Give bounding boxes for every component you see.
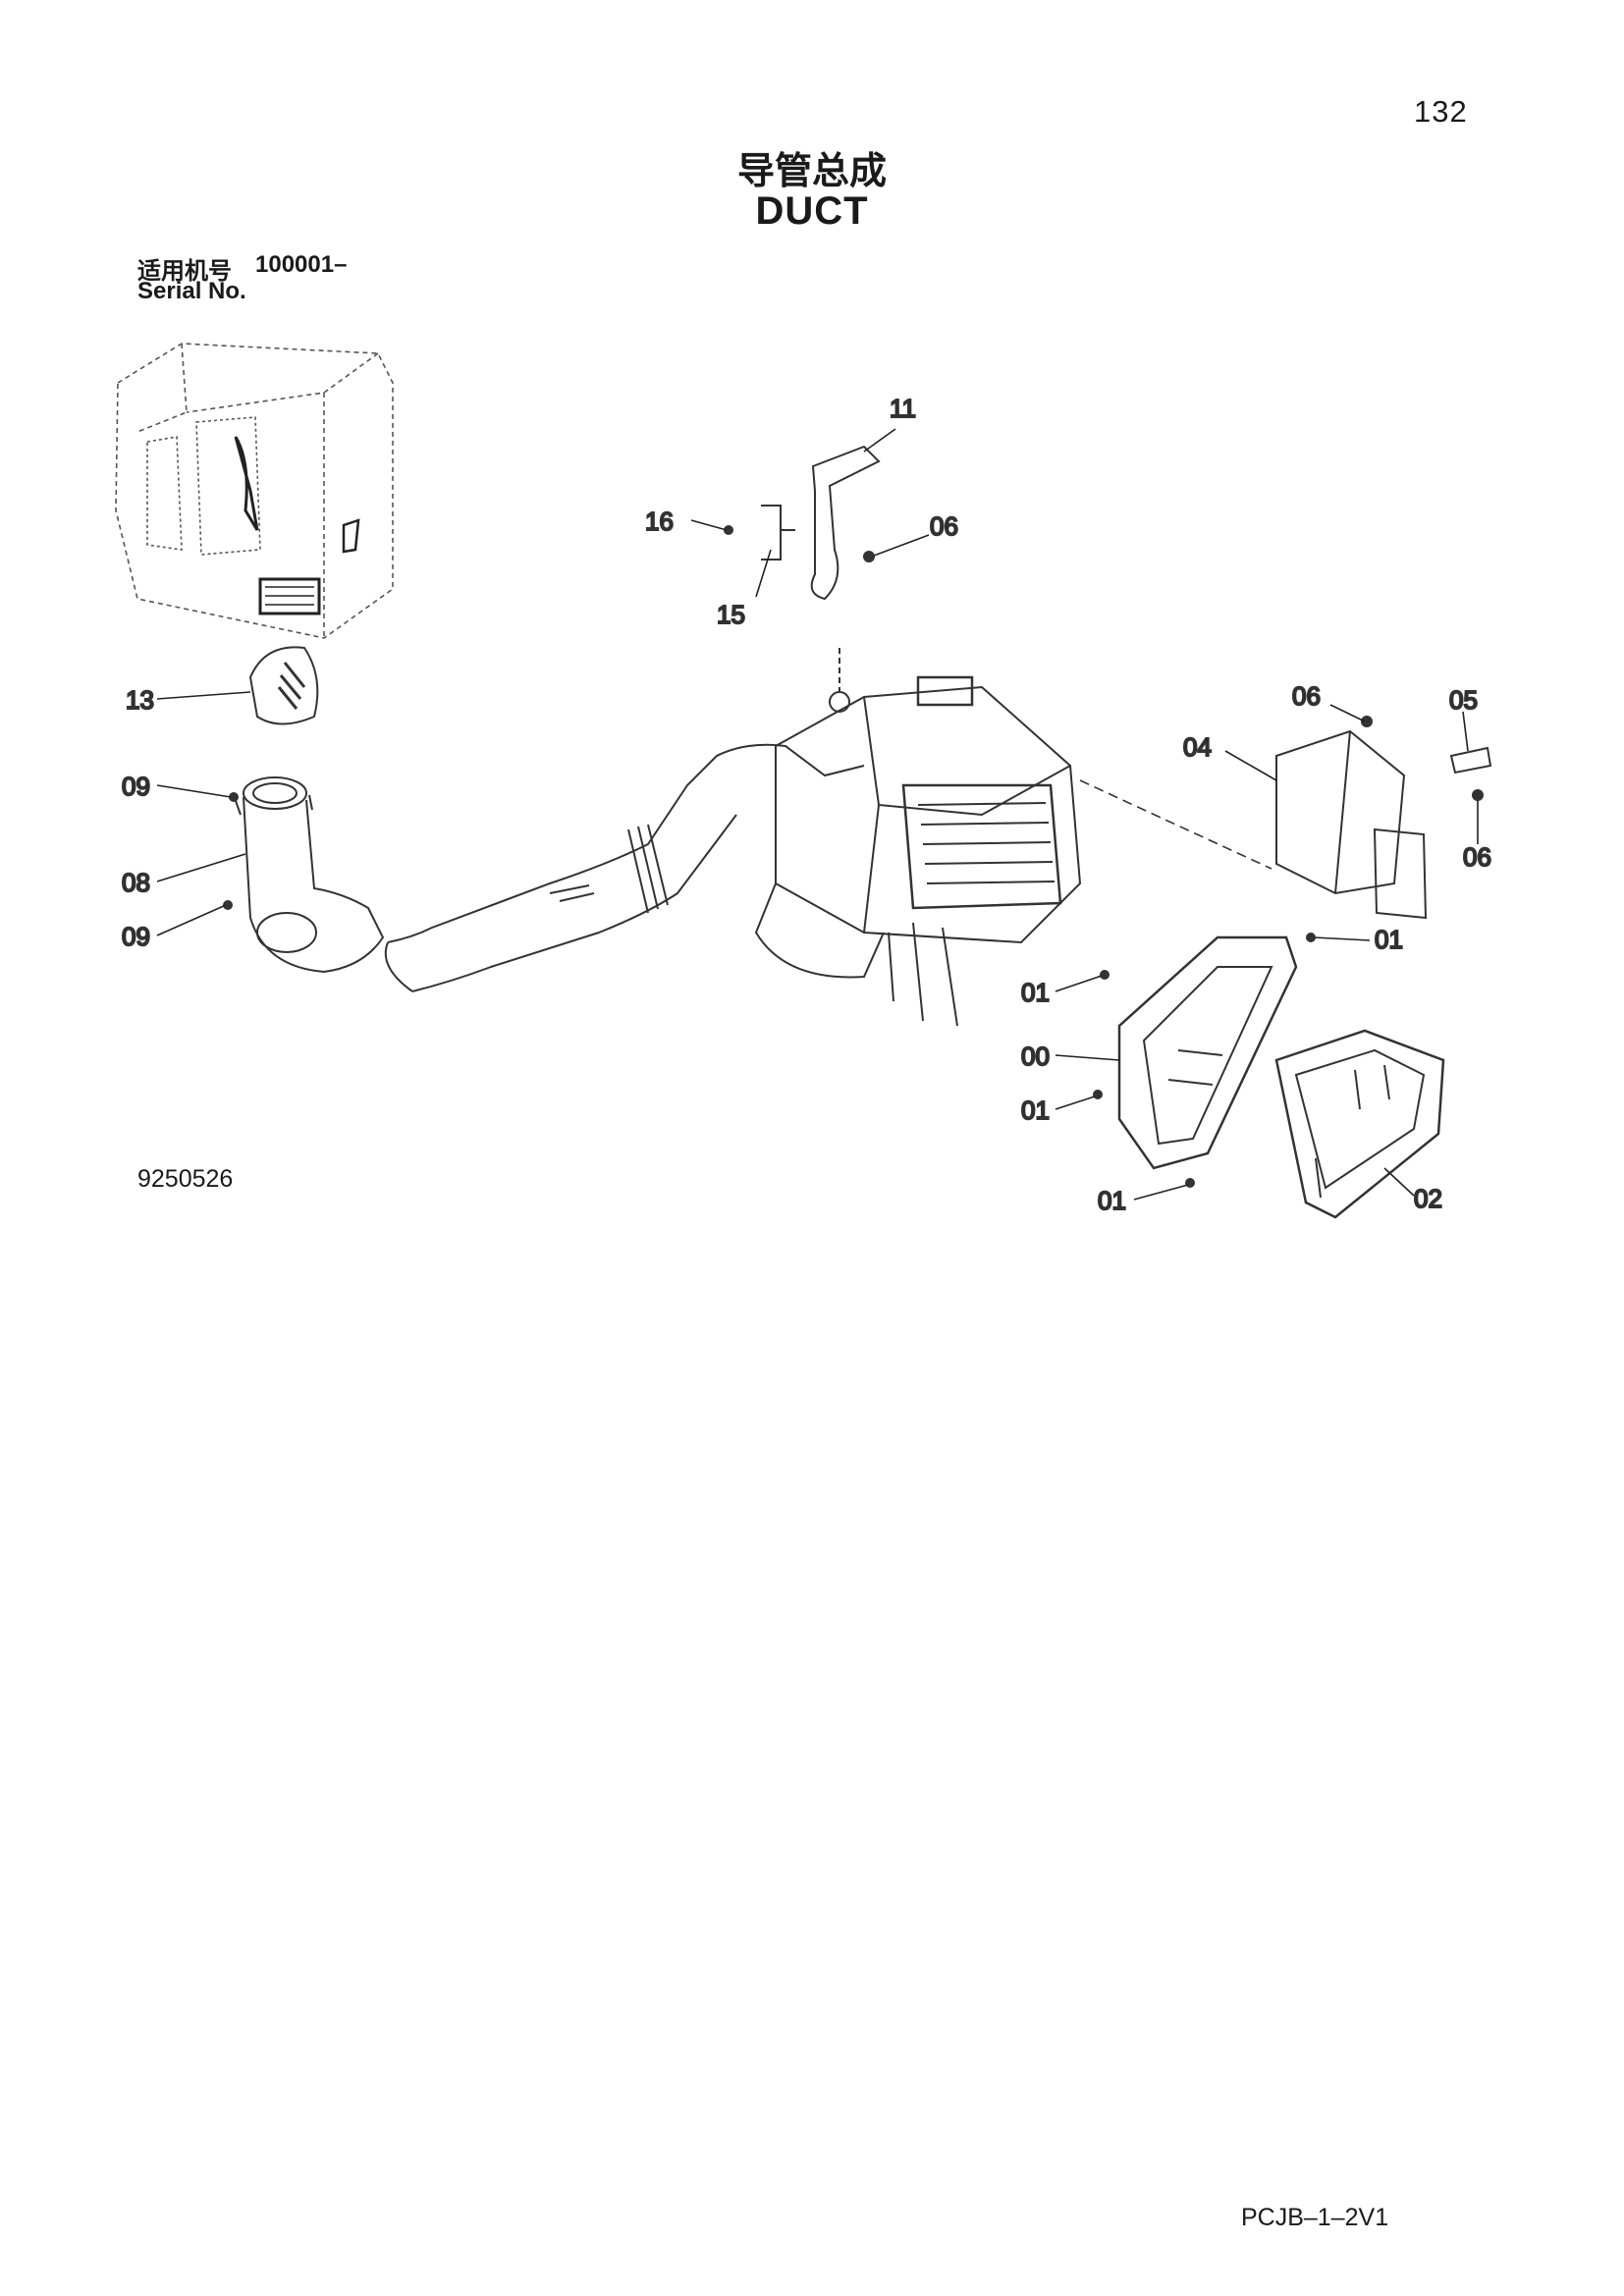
callout-06-right-top: 06 [1292,681,1321,711]
part-15-bracket [761,505,795,561]
serial-range: 100001– [255,251,348,278]
part-06-screw-right-b [1472,789,1484,801]
callout-01-bottom: 01 [1098,1186,1126,1215]
part-08-elbow-duct [233,776,385,974]
callout-13: 13 [126,685,154,715]
page-title-chinese: 导管总成 [736,149,887,192]
part-11-upper-duct [810,445,881,601]
air-conditioner-unit [754,648,1082,1027]
flexible-air-hose [384,743,865,992]
part-09-screw-a [229,792,239,802]
callout-05: 05 [1449,685,1478,715]
part-02-filter-case [1274,1029,1445,1219]
callout-06-upper: 06 [930,511,958,541]
footer-code: PCJB–1–2V1 [1241,2204,1389,2231]
callout-09-lower: 09 [122,922,150,951]
part-04-filter-cover [1275,729,1406,895]
part-13-outlet-vent [248,646,319,725]
callout-15: 15 [717,600,745,629]
part-00-frame [1117,935,1298,1170]
callout-04: 04 [1183,732,1212,762]
callout-09-upper: 09 [122,772,150,801]
part-01-screw-c [1093,1090,1103,1099]
page-title-english: DUCT [755,189,869,233]
part-01-screw-b [1306,933,1316,942]
callout-11: 11 [890,394,916,423]
callout-16: 16 [645,507,674,536]
part-09-screw-b [223,900,233,910]
part-05-clip [1449,746,1492,774]
serial-label-english: Serial No. [137,278,246,304]
part-01-screw-a [1100,970,1110,980]
callout-06-right-bottom: 06 [1463,842,1491,872]
callout-00: 00 [1021,1041,1050,1071]
callout-08: 08 [122,868,150,897]
leader-lines [156,428,1479,1201]
callout-02: 02 [1414,1184,1442,1213]
page-number: 132 [1414,94,1468,129]
part-06-screw-upper [863,551,875,562]
callout-01-right: 01 [1375,925,1403,954]
cab-inset-illustration [115,343,394,639]
part-04-filter-panel [1373,828,1428,920]
serial-label-chinese: 适用机号 [137,257,232,285]
callout-01-middle: 01 [1021,1095,1050,1125]
callout-01-upper: 01 [1021,978,1050,1007]
drawing-number: 9250526 [137,1165,234,1193]
part-06-screw-right-a [1361,716,1373,727]
